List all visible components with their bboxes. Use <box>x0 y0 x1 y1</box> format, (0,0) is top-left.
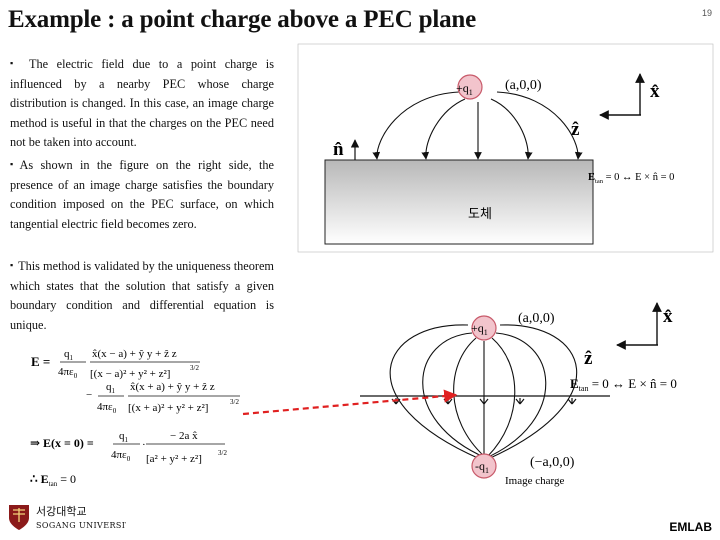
field-line <box>485 332 547 459</box>
paragraph-boundary-text: As shown in the figure on the right side… <box>10 158 274 231</box>
paragraph-intro-text: The electric field due to a point charge… <box>10 57 274 150</box>
point-charge <box>471 315 497 341</box>
bullet-icon: ▪ <box>10 159 18 169</box>
charge-label: +q1 <box>456 81 473 97</box>
top-figure-frame <box>297 43 714 253</box>
field-line <box>487 324 578 460</box>
charge-label: +q1 <box>471 321 488 337</box>
normal-label: n̂ <box>333 139 344 160</box>
image-charge-position: (−a,0,0) <box>530 455 575 470</box>
conductor-plane <box>324 159 594 245</box>
eq-pow: 3/2 <box>218 449 227 457</box>
eq-num3: − 2a x̂ <box>170 430 198 442</box>
paragraph-intro: ▪ The electric field due to a point char… <box>10 54 274 153</box>
field-line <box>389 324 481 460</box>
field-arrowhead <box>443 398 453 405</box>
eq-den1: [(x − a)² + y² + z²] <box>90 368 170 380</box>
paragraph-uniqueness: ▪ This method is validated by the unique… <box>10 256 274 335</box>
slide-title: Example : a point charge above a PEC pla… <box>8 6 476 33</box>
field-line <box>496 91 583 160</box>
eq-q1: q1 <box>64 348 74 362</box>
eq-q1: q1 <box>106 381 116 395</box>
eq-lhs: E = <box>31 354 50 369</box>
paragraph-boundary: ▪As shown in the figure on the right sid… <box>10 155 274 234</box>
eq-q1: q1 <box>119 430 129 444</box>
pointer-arrow <box>242 389 458 416</box>
field-line <box>490 98 533 160</box>
bottom-figure: +q1 (a,0,0) -q1 (−a,0,0) Image charge x̂… <box>360 302 677 487</box>
eq-num2: x̂(x + a) + ŷ y + ẑ z <box>130 381 215 393</box>
eq-dot: · <box>142 439 146 451</box>
eq-pow: 3/2 <box>230 398 239 406</box>
field-line <box>422 332 487 459</box>
eq-den2: [(x + a)² + y² + z²] <box>128 402 208 414</box>
eq-den3: [a² + y² + z²] <box>146 453 202 465</box>
point-charge <box>457 74 483 100</box>
image-charge-caption: Image charge <box>505 475 564 487</box>
eq-4pieps: 4πε0 <box>111 449 131 463</box>
field-line <box>487 337 516 457</box>
eq-4pieps: 4πε0 <box>97 401 117 415</box>
eq-pow: 3/2 <box>190 364 199 372</box>
page-number: 19 <box>701 8 712 18</box>
field-line <box>372 91 460 160</box>
charge-position: (a,0,0) <box>505 78 542 93</box>
eq-4pieps: 4πε0 <box>58 366 78 380</box>
university-logo: 서강대학교 SOGANG UNIVERSITY <box>6 502 126 532</box>
image-charge <box>471 453 497 479</box>
bullet-icon: ▪ <box>10 260 14 270</box>
field-arrowhead <box>515 398 525 405</box>
z-hat-label: ẑ <box>584 348 593 369</box>
svg-text:SOGANG UNIVERSITY: SOGANG UNIVERSITY <box>36 521 126 530</box>
svg-text:서강대학교: 서강대학교 <box>36 505 87 518</box>
eq-minus: − <box>86 389 92 401</box>
bullet-icon: ▪ <box>10 58 19 68</box>
eq-implies: ⇒ E(x = 0) = <box>30 436 94 450</box>
field-line <box>453 337 485 457</box>
x-hat-label: x̂ <box>663 306 673 327</box>
eq-therefore: ∴ Etan = 0 <box>30 472 76 488</box>
boundary-condition: Etan = 0 ↔ E × n̂ = 0 <box>588 172 674 185</box>
boundary-condition: Etan = 0 ↔ E × n̂ = 0 <box>570 376 677 393</box>
charge-position: (a,0,0) <box>518 311 555 326</box>
conductor-label: 도체 <box>468 207 492 222</box>
field-line <box>421 98 466 160</box>
image-charge-label: -q1 <box>475 459 489 475</box>
footer-brand: EMLAB <box>669 520 712 534</box>
eq-num1: x̂(x − a) + ŷ y + ẑ z <box>92 348 177 360</box>
crest-icon: 서강대학교 SOGANG UNIVERSITY <box>9 505 126 530</box>
top-figure: 도체 n̂ +q1 (a,0,0) x̂ ẑ Etan = 0 ↔ E × n̂… <box>297 43 714 253</box>
x-hat-label: x̂ <box>650 81 660 102</box>
field-arrowhead <box>567 398 577 405</box>
field-arrowhead <box>479 398 489 405</box>
z-hat-label: ẑ <box>571 119 580 140</box>
equations: E = q1 4πε0 x̂(x − a) + ŷ y + ẑ z [(x − … <box>30 348 240 488</box>
paragraph-uniqueness-text: This method is validated by the uniquene… <box>10 259 274 332</box>
